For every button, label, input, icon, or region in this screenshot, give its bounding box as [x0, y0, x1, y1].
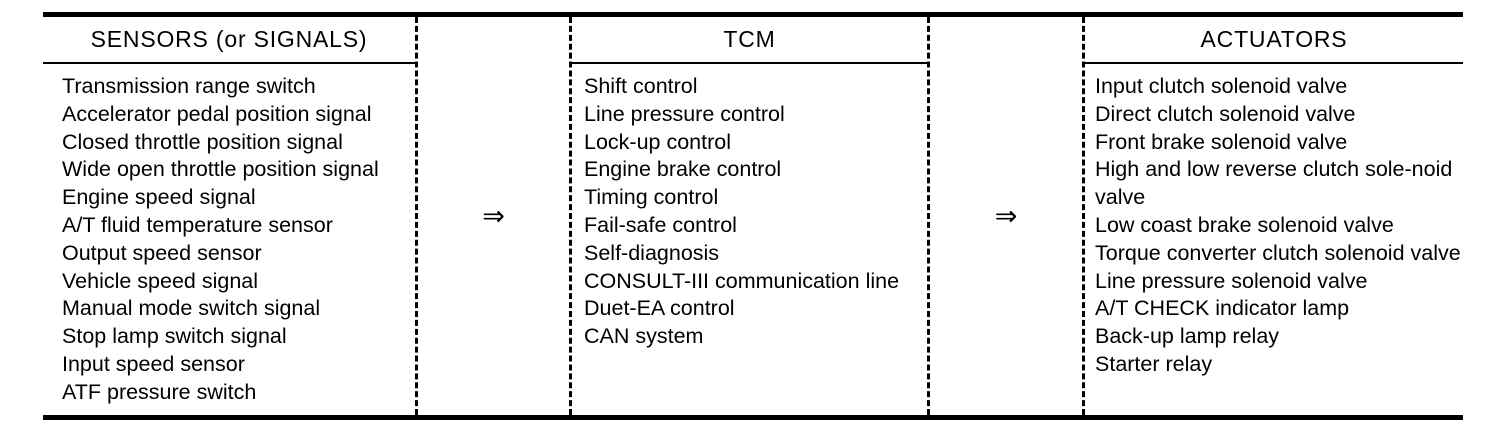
actuators-list: Input clutch solenoid valve Direct clutc…: [1085, 64, 1463, 415]
list-item: A/T CHECK indicator lamp: [1095, 296, 1350, 321]
list-item: Vehicle speed signal: [62, 268, 259, 293]
list-item: Accelerator pedal position signal: [62, 101, 372, 126]
list-item: Shift control: [584, 74, 698, 98]
double-right-arrow-icon: ⇒: [994, 200, 1018, 232]
column-actuators: ACTUATORS Input clutch solenoid valve Di…: [1085, 17, 1463, 415]
list-item: Output speed sensor: [62, 240, 262, 265]
list-item: A/T fluid temperature sensor: [62, 212, 333, 237]
flow-arrow-sensors-to-tcm: ⇒: [415, 17, 572, 415]
list-item: Input speed sensor: [62, 351, 245, 376]
list-item: Transmission range switch: [62, 74, 316, 98]
list-item: Torque converter clutch solenoid valve: [1095, 240, 1461, 265]
column-header-sensors: SENSORS (or SIGNALS): [43, 17, 415, 64]
list-item: Manual mode switch signal: [62, 296, 321, 321]
column-tcm: TCM Shift control Line pressure control …: [572, 17, 927, 415]
list-item: Direct clutch solenoid valve: [1095, 101, 1356, 126]
list-item: ATF pressure switch: [62, 379, 257, 404]
list-item: Wide open throttle position signal: [62, 157, 379, 182]
list-item: Line pressure control: [584, 101, 785, 126]
column-header-actuators: ACTUATORS: [1085, 17, 1463, 64]
list-item: Stop lamp switch signal: [62, 324, 287, 349]
list-item: Front brake solenoid valve: [1095, 129, 1348, 154]
column-sensors: SENSORS (or SIGNALS) Transmission range …: [43, 17, 415, 415]
list-item: High and low reverse clutch sole-noid va…: [1095, 157, 1453, 210]
list-item: Engine brake control: [584, 157, 782, 182]
list-item: Lock-up control: [584, 129, 731, 154]
tcm-list: Shift control Line pressure control Lock…: [572, 64, 927, 415]
list-item: CAN system: [584, 324, 704, 349]
list-item: CONSULT-III communication line: [584, 268, 900, 293]
diagram-table: SENSORS (or SIGNALS) Transmission range …: [43, 17, 1463, 415]
list-item: Duet-EA control: [584, 296, 735, 321]
list-item: Line pressure solenoid valve: [1095, 268, 1368, 293]
sensors-list: Transmission range switch Accelerator pe…: [43, 64, 415, 415]
control-system-block-diagram: SENSORS (or SIGNALS) Transmission range …: [43, 12, 1463, 420]
list-item: Self-diagnosis: [584, 240, 720, 265]
list-item: Input clutch solenoid valve: [1095, 74, 1348, 98]
list-item: Closed throttle position signal: [62, 129, 343, 154]
column-header-tcm: TCM: [572, 17, 927, 64]
list-item: Fail-safe control: [584, 212, 737, 237]
list-item: Timing control: [584, 185, 719, 210]
list-item: Starter relay: [1095, 351, 1213, 376]
flow-arrow-tcm-to-actuators: ⇒: [927, 17, 1085, 415]
double-right-arrow-icon: ⇒: [482, 200, 505, 232]
list-item: Back-up lamp relay: [1095, 324, 1280, 349]
list-item: Low coast brake solenoid valve: [1095, 212, 1394, 237]
list-item: Engine speed signal: [62, 185, 256, 210]
